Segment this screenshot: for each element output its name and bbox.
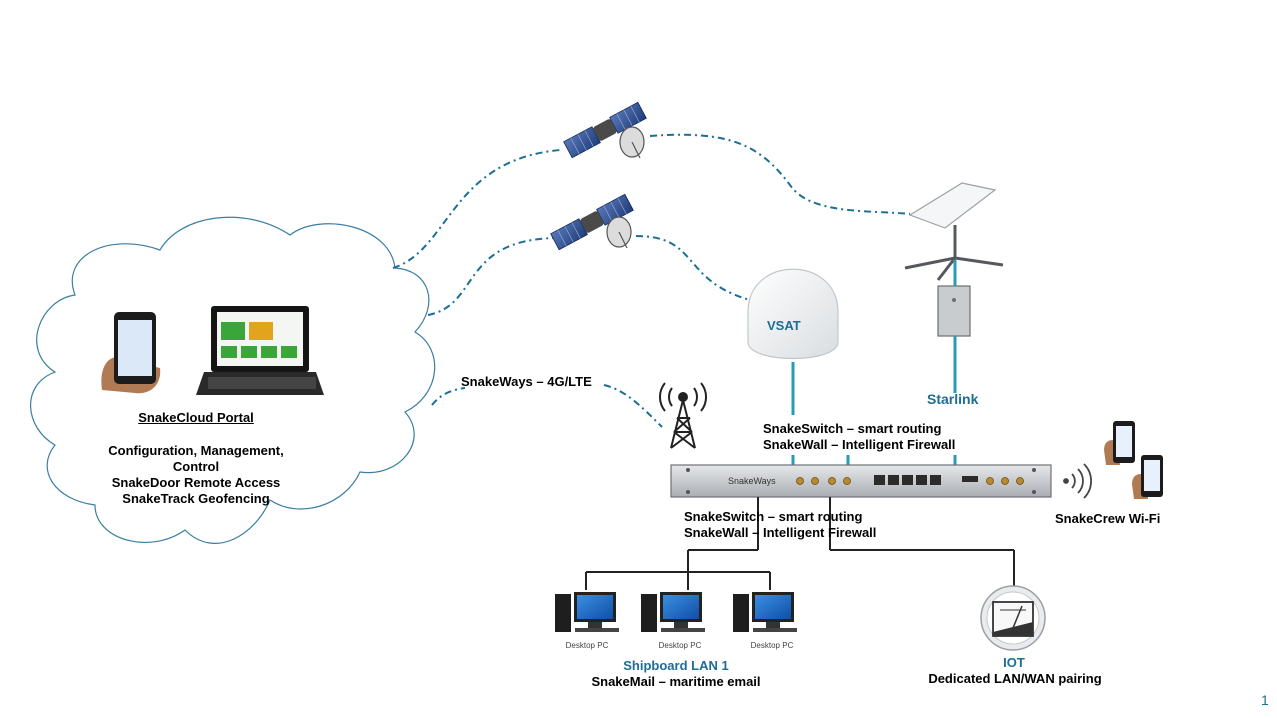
cables [791, 260, 957, 465]
lan-subtitle: SnakeMail – maritime email [591, 674, 761, 689]
iot-gauge-icon [980, 585, 1046, 651]
crew-phone-1-icon [1104, 421, 1135, 465]
link-lte-to-tower [603, 384, 663, 428]
cloud-line-4: SnakeTrack Geofencing [122, 491, 270, 506]
router-device [670, 464, 1052, 498]
cloud-phone-icon [101, 312, 161, 394]
lan-title: Shipboard LAN 1 [623, 658, 729, 673]
satellite-1-icon [563, 101, 647, 159]
starlink-router-icon [937, 285, 971, 337]
satellite-2-icon [550, 193, 634, 251]
cloud-line-2: Control [172, 459, 220, 474]
link-sat1-to-starlink [649, 133, 911, 215]
desktop-pc-2-icon [641, 592, 705, 632]
cloud-line-1: Configuration, Management, [108, 443, 284, 458]
router-brand: SnakeWays [728, 476, 776, 486]
lan-wiring [585, 497, 1015, 590]
link-cloud-to-sat1 [392, 149, 561, 269]
wifi-signal-icon [1063, 463, 1092, 499]
pc-2-label: Desktop PC [658, 641, 702, 650]
crew-phone-2-icon [1132, 455, 1163, 499]
iot-subtitle: Dedicated LAN/WAN pairing [928, 671, 1102, 686]
lower-firewall-label: SnakeWall – Intelligent Firewall [684, 525, 877, 540]
lte-link-label: SnakeWays – 4G/LTE [461, 374, 592, 389]
vsat-label: VSAT [767, 318, 801, 333]
cloud-line-3: SnakeDoor Remote Access [111, 475, 281, 490]
lower-routing-label: SnakeSwitch – smart routing [684, 509, 863, 524]
upper-firewall-label: SnakeWall – Intelligent Firewall [763, 437, 956, 452]
pc-3-label: Desktop PC [750, 641, 794, 650]
desktop-pc-3-icon [733, 592, 797, 632]
slide-number: 1 [1261, 692, 1269, 708]
pc-1-label: Desktop PC [565, 641, 609, 650]
cloud-portal-title: SnakeCloud Portal [138, 410, 254, 425]
lte-tower-icon [658, 382, 708, 449]
vsat-dome-icon [747, 268, 839, 360]
link-cloud-to-lte [431, 387, 466, 406]
upper-routing-label: SnakeSwitch – smart routing [763, 421, 942, 436]
iot-title: IOT [1003, 655, 1025, 670]
crew-wifi-label: SnakeCrew Wi-Fi [1055, 511, 1161, 526]
starlink-dish-icon [904, 182, 1004, 281]
satellite-links [392, 133, 911, 428]
link-sat2-to-vsat [635, 235, 751, 301]
starlink-label: Starlink [927, 391, 979, 407]
link-cloud-to-sat2 [427, 237, 556, 316]
cloud-laptop-icon [196, 306, 324, 395]
desktop-pc-1-icon [555, 592, 619, 632]
